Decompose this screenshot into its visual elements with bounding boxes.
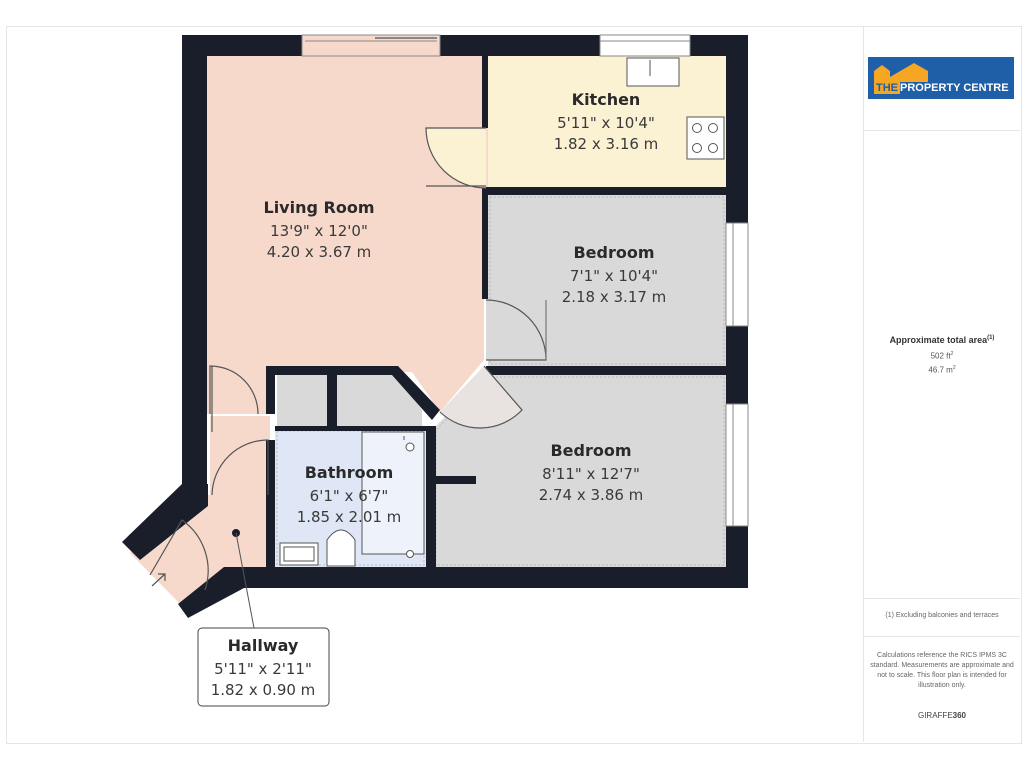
total-area-title: Approximate total area(1) <box>889 335 995 345</box>
exclusion-note: (1) Excluding balconies and terraces <box>885 612 999 619</box>
bedroom-1-name: Bedroom <box>573 243 654 262</box>
shower-icon <box>361 431 425 555</box>
bedroom-2-name: Bedroom <box>550 441 631 460</box>
sink-icon <box>626 57 680 87</box>
living-room-area <box>207 56 488 414</box>
bathroom-name: Bathroom <box>305 463 394 482</box>
kitchen-metric: 1.82 x 3.16 m <box>554 135 659 153</box>
bedroom-2-imperial: 8'11" x 12'7" <box>542 465 640 483</box>
floor-plan: Living Room 13'9" x 12'0" 4.20 x 3.67 m … <box>122 34 749 707</box>
kitchen-imperial: 5'11" x 10'4" <box>557 114 655 132</box>
giraffe360-brand: GIRAFFE360 <box>917 711 967 720</box>
bathroom-fixtures <box>279 431 425 567</box>
living-room-metric: 4.20 x 3.67 m <box>267 243 372 261</box>
bedroom-area <box>488 195 726 366</box>
bedroom-2-border <box>435 376 725 566</box>
walls <box>122 35 748 618</box>
hallway-callout-box <box>197 627 330 707</box>
sidebar-divider <box>864 636 1020 637</box>
utility-area <box>277 375 327 426</box>
kitchen-fixtures <box>626 57 725 160</box>
hob-icon <box>686 116 725 160</box>
windows <box>301 34 749 527</box>
bedroom-1-metric: 2.18 x 3.17 m <box>562 288 667 306</box>
toilet-icon <box>326 529 356 567</box>
sidebar: THE PROPERTY CENTRE Approximate total ar… <box>863 26 1020 742</box>
bedroom-2-metric: 2.74 x 3.86 m <box>539 486 644 504</box>
area-sqm: 46.7 m2 <box>928 365 956 375</box>
kitchen-name: Kitchen <box>572 90 641 109</box>
house-roof-icon <box>874 63 928 82</box>
sidebar-divider <box>864 598 1020 599</box>
hallway-imperial: 5'11" x 2'11" <box>214 660 312 678</box>
entrance-arrow-icon <box>151 573 166 587</box>
door-swings <box>149 127 547 591</box>
area-sqft: 502 ft2 <box>930 351 954 361</box>
living-room-name: Living Room <box>264 198 375 217</box>
bedroom-border <box>489 196 725 365</box>
bathroom-imperial: 6'1" x 6'7" <box>310 487 389 505</box>
bedroom-area-2 <box>434 375 726 567</box>
calculation-note: Calculations reference the RICS IPMS 3C … <box>870 652 1014 689</box>
hallway-name: Hallway <box>228 636 299 655</box>
bathroom-metric: 1.85 x 2.01 m <box>297 508 402 526</box>
hallway-metric: 1.82 x 0.90 m <box>211 681 316 699</box>
logo-text: PROPERTY CENTRE <box>900 82 1009 94</box>
sidebar-divider <box>864 130 1020 131</box>
hallway-leader <box>235 532 255 629</box>
logo-the: THE <box>874 82 900 94</box>
bedroom-1-imperial: 7'1" x 10'4" <box>570 267 658 285</box>
living-room-imperial: 13'9" x 12'0" <box>270 222 368 240</box>
kitchen-area <box>488 56 726 187</box>
utility-area-2 <box>337 375 422 426</box>
company-logo: THE PROPERTY CENTRE <box>868 57 1014 99</box>
